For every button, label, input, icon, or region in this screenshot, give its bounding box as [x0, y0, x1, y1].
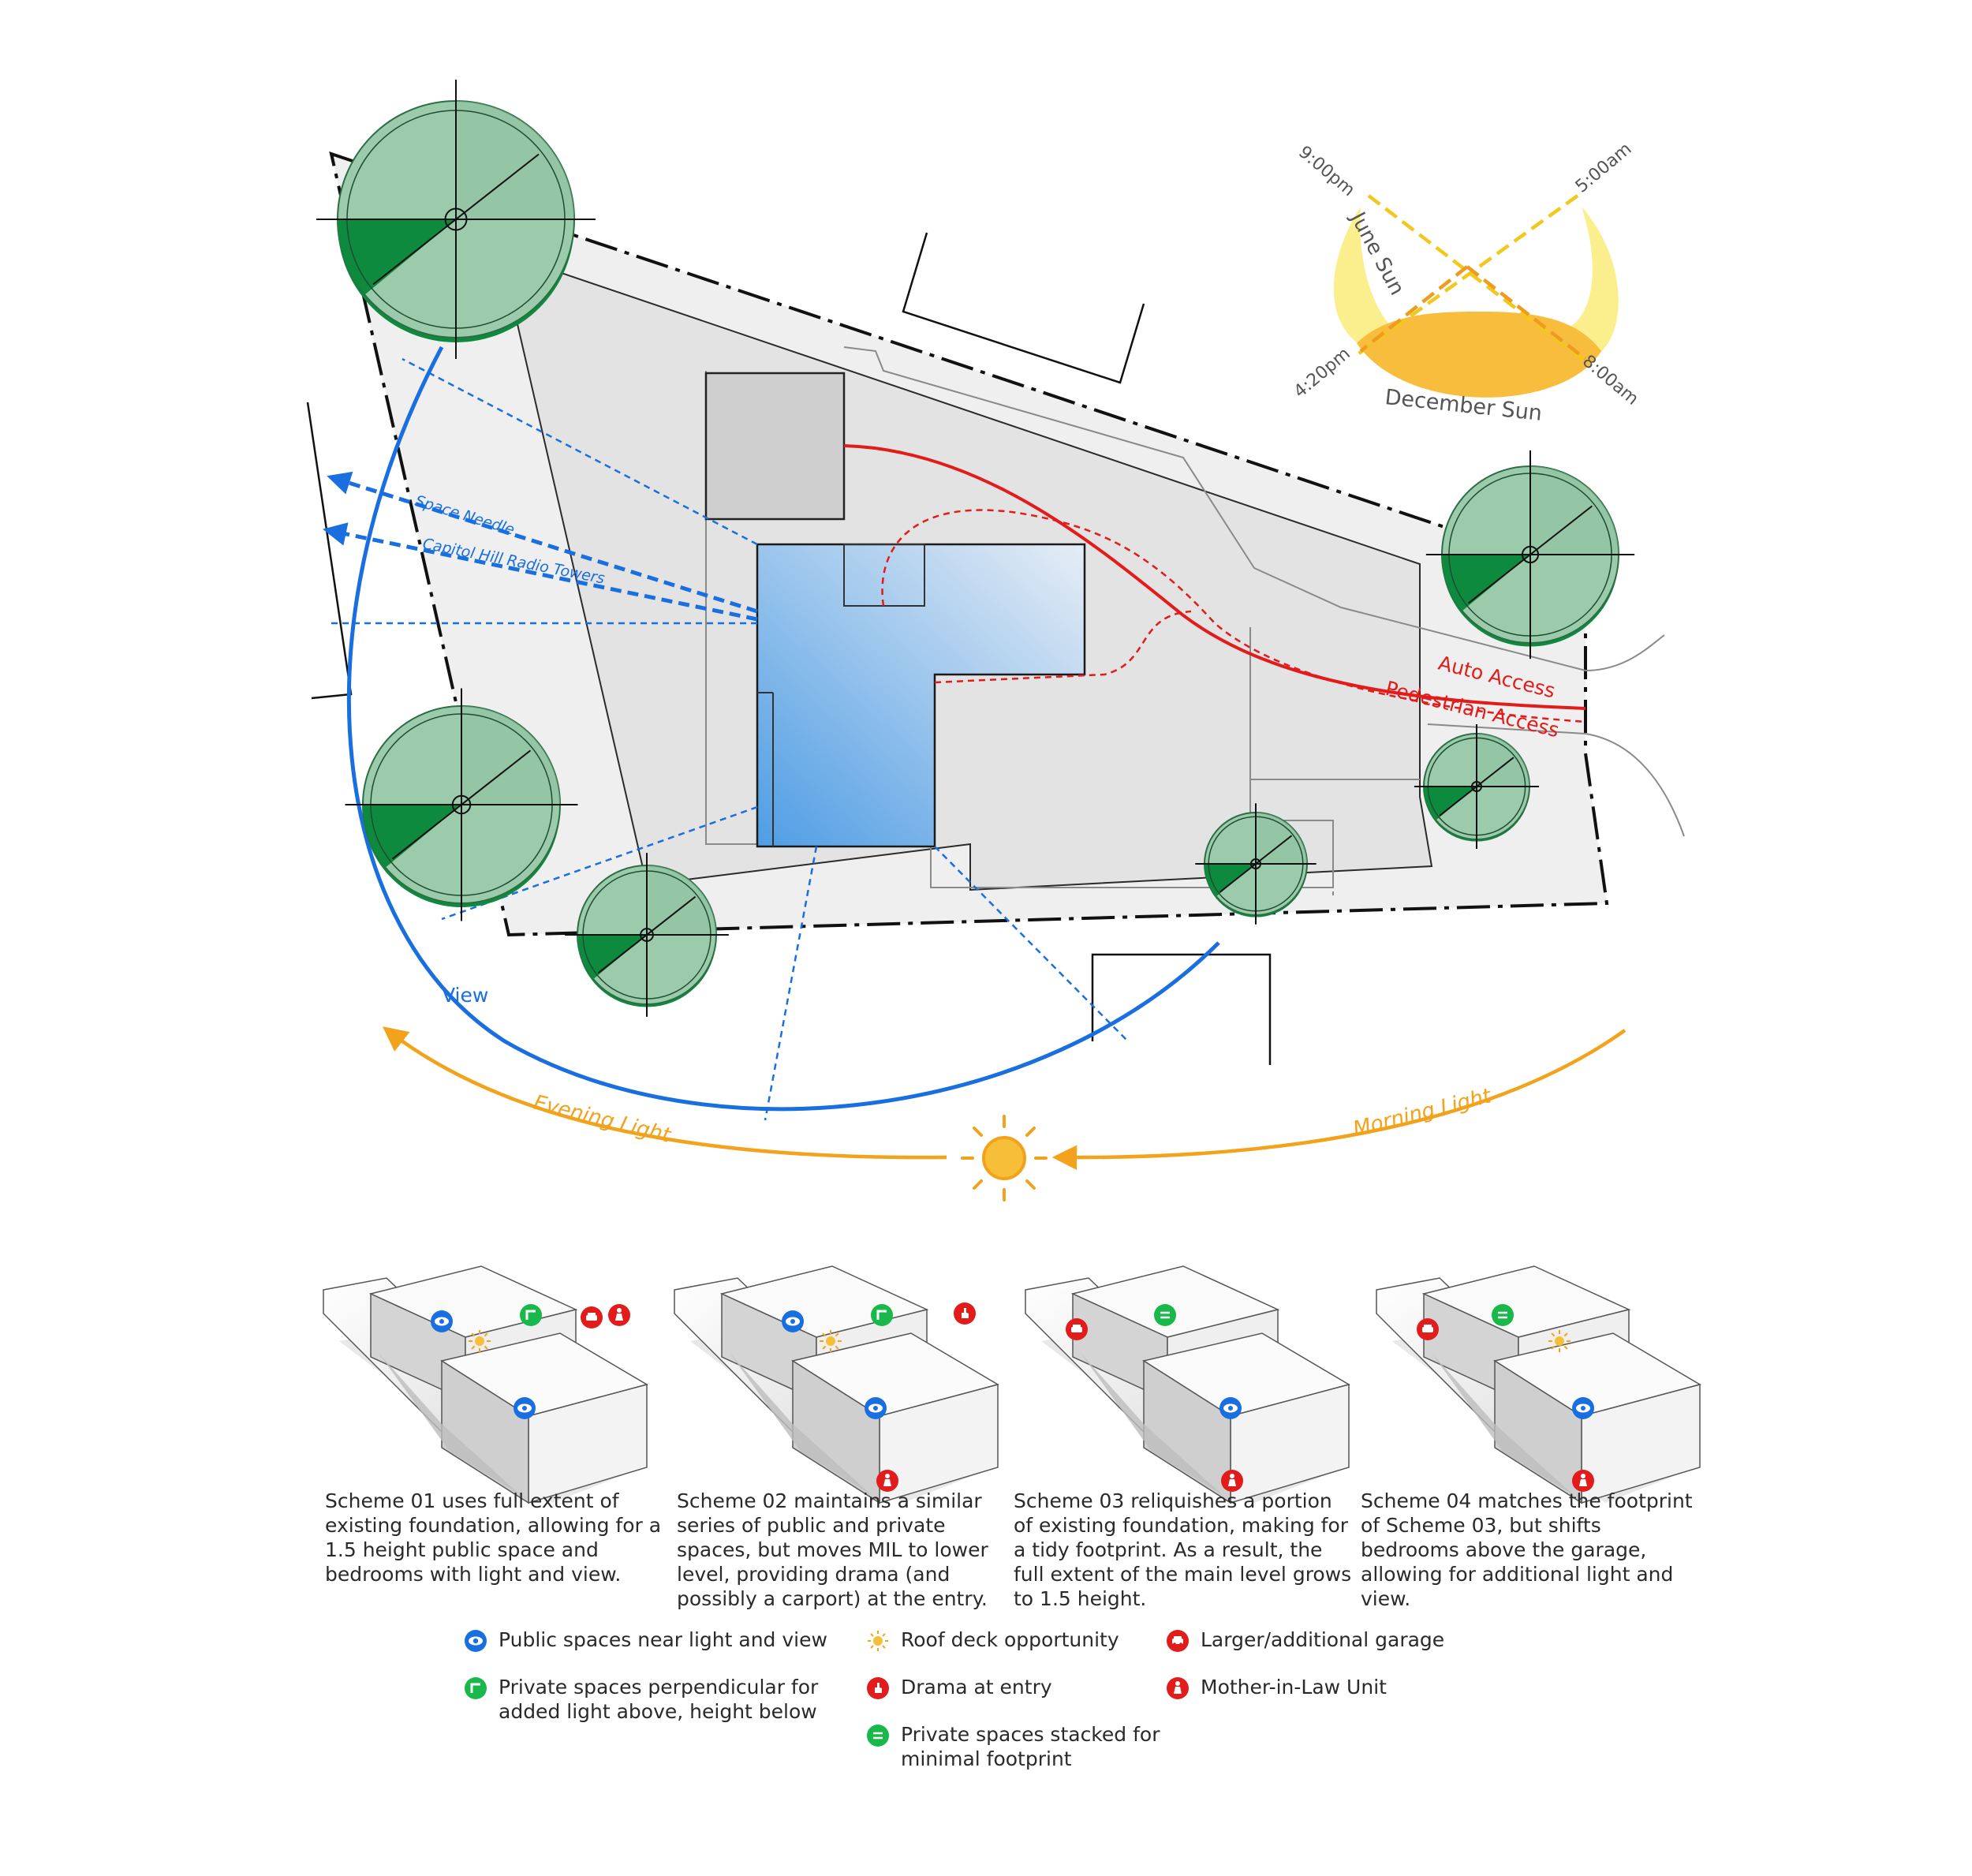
car-icon: [1066, 1318, 1088, 1340]
person-icon: [876, 1470, 898, 1492]
sun-ray-500am-420pm: [1355, 194, 1579, 357]
winter-ray-1: [1359, 265, 1469, 353]
corner-icon: [465, 1677, 487, 1699]
view-lines: [327, 357, 1129, 1121]
pedestrian-access-path: [881, 509, 1586, 723]
corner-icon: [520, 1304, 542, 1326]
eye-icon: [431, 1310, 453, 1332]
eye-icon: [782, 1310, 804, 1332]
tree-1: [316, 80, 596, 359]
entry-recess: [843, 544, 925, 607]
eye-icon: [514, 1397, 536, 1419]
tree-6: [1414, 723, 1540, 850]
legend-garage: Larger/additional garage: [1166, 1627, 1497, 1653]
person-icon: [1167, 1677, 1189, 1699]
tree-3: [345, 688, 578, 921]
view-label: View: [442, 984, 488, 1007]
site-plan: Space Needle Capitol Hill Radio Towers V…: [306, 80, 1685, 1201]
legend-public: Public spaces near light and view: [464, 1627, 842, 1653]
sun-icon: [868, 1631, 888, 1651]
tree-4: [565, 853, 729, 1017]
legend-mil: Mother-in-Law Unit: [1166, 1675, 1497, 1700]
proposed-house: [756, 543, 1086, 848]
car-icon: [581, 1306, 603, 1329]
massing-model-2: [674, 1265, 999, 1504]
tree-2: [1425, 450, 1635, 660]
sun-icon: [1548, 1330, 1571, 1352]
massing-model-1: [323, 1265, 648, 1504]
legend-drama-label: Drama at entry: [901, 1676, 1052, 1698]
sun-icon: [820, 1330, 842, 1352]
sidewalk-line-2: [1427, 723, 1685, 837]
hand-icon: [867, 1677, 889, 1699]
sun-icon: [961, 1115, 1048, 1201]
scheme-03-caption: Scheme 03 reliquishes a portion of exist…: [1014, 1489, 1352, 1610]
eye-icon: [1572, 1397, 1594, 1419]
tree-5: [1195, 803, 1317, 925]
winter-ray-2: [1466, 265, 1587, 361]
december-sun-path: [1357, 312, 1601, 398]
morning-light-arc: [1051, 1029, 1627, 1170]
equal-icon: [1492, 1304, 1514, 1326]
person-icon: [1572, 1470, 1594, 1492]
eye-icon: [865, 1397, 887, 1419]
auto-access-path: [843, 444, 1586, 710]
sun-ray-900pm-800am: [1367, 194, 1589, 364]
legend-roof-deck: Roof deck opportunity: [866, 1627, 1134, 1653]
person-icon: [608, 1304, 630, 1326]
time-420pm: 4:20pm: [1290, 344, 1354, 402]
person-icon: [1221, 1470, 1243, 1492]
legend-stacked-label: Private spaces stacked for minimal footp…: [901, 1723, 1160, 1770]
morning-light-label: Morning Light: [1350, 1084, 1494, 1142]
legend-private-perpendicular: Private spaces perpendicular for added l…: [464, 1675, 842, 1724]
massing-model-4: [1376, 1265, 1701, 1504]
time-900pm: 9:00pm: [1294, 142, 1358, 200]
legend-public-label: Public spaces near light and view: [499, 1628, 827, 1651]
legend-garage-label: Larger/additional garage: [1201, 1628, 1445, 1651]
legend-roof-deck-label: Roof deck opportunity: [901, 1628, 1119, 1651]
equal-icon: [1154, 1304, 1176, 1326]
eye-icon: [465, 1630, 487, 1652]
corner-icon: [871, 1304, 893, 1326]
neighbor-building-south: [1091, 953, 1272, 1065]
legend-private-perpendicular-label: Private spaces perpendicular for added l…: [499, 1676, 819, 1723]
neighbor-building-west: [306, 402, 353, 700]
scheme-02-caption: Scheme 02 maintains a similar series of …: [677, 1489, 988, 1610]
sun-path-diagram: 9:00pm 5:00am 4:20pm 8:00am June Sun Dec…: [1290, 139, 1642, 426]
car-icon: [1417, 1318, 1439, 1340]
legend-stacked: Private spaces stacked for minimal footp…: [866, 1722, 1166, 1771]
pedestrian-access-branch: [934, 610, 1192, 684]
massing-model-3: [1025, 1265, 1350, 1504]
car-icon: [1167, 1630, 1189, 1652]
legend-mil-label: Mother-in-Law Unit: [1201, 1676, 1387, 1698]
time-800am: 8:00am: [1578, 351, 1642, 409]
scheme-01-caption: Scheme 01 uses full extent of existing f…: [325, 1489, 662, 1586]
legend-drama: Drama at entry: [866, 1675, 1134, 1700]
evening-light-arc: [383, 1026, 947, 1160]
time-500am: 5:00am: [1572, 139, 1636, 196]
sun-icon: [469, 1330, 491, 1352]
hand-icon: [954, 1302, 976, 1325]
existing-garage: [704, 372, 846, 521]
scheme-04-caption: Scheme 04 matches the footprint of Schem…: [1361, 1489, 1693, 1610]
neighbor-building-north: [902, 232, 1145, 384]
sidewalk-line: [843, 346, 1665, 672]
view-arc: [346, 346, 1220, 1112]
massing-schemes: [323, 1265, 1701, 1504]
evening-light-label: Evening Light: [531, 1091, 673, 1148]
eye-icon: [1219, 1397, 1242, 1419]
space-needle-arrow: [327, 471, 758, 614]
capitol-hill-arrow: [323, 522, 758, 622]
equals-icon: [867, 1725, 889, 1747]
